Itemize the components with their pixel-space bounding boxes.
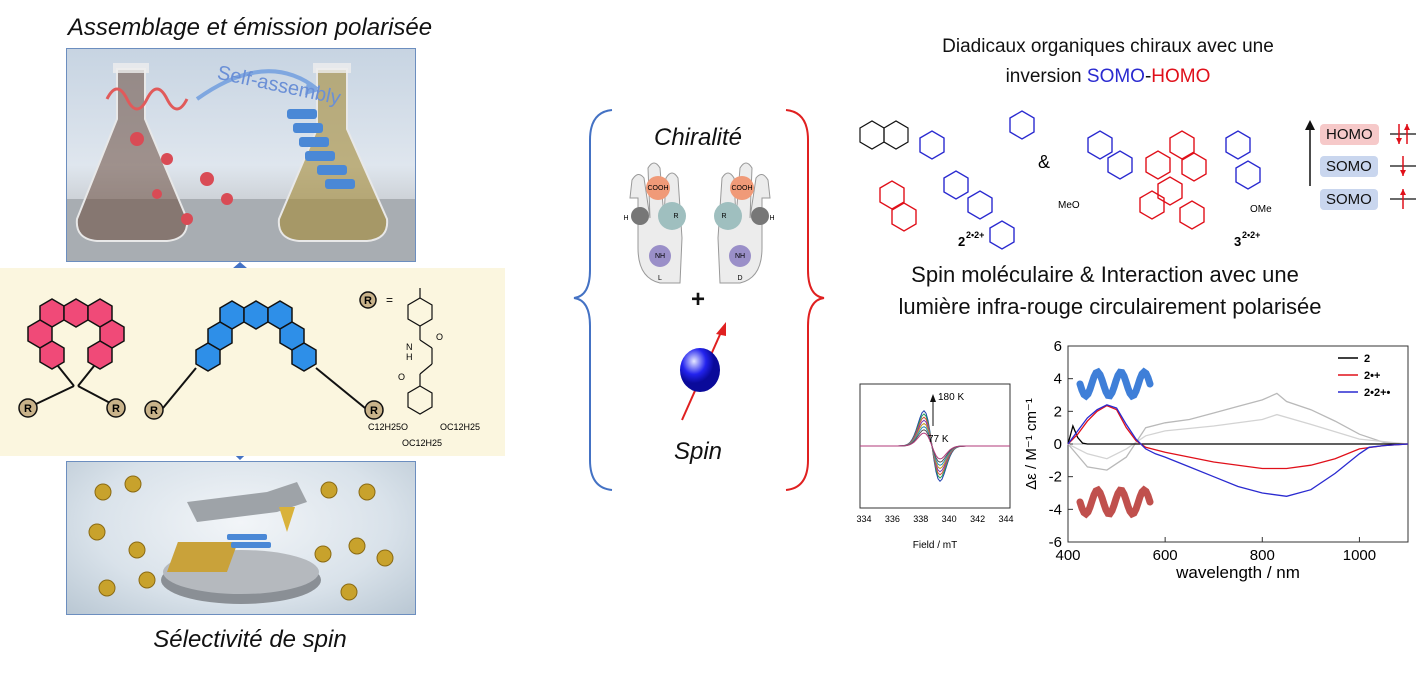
molecule-strip: R R R R R = — [0, 268, 505, 456]
svg-text:H: H — [769, 215, 774, 222]
self-assembly-photo: Self-assembly — [66, 48, 416, 262]
svg-text:OMe: OMe — [1250, 204, 1272, 215]
epr-trace — [860, 432, 1010, 460]
bottom-caption: Sélectivité de spin — [153, 626, 347, 653]
right-title-line1: Diadicaux organiques chiraux avec une — [942, 36, 1274, 57]
svg-text:C12H25O: C12H25O — [368, 422, 408, 432]
cd-series-line — [1067, 404, 1409, 497]
svg-text:NH: NH — [735, 253, 745, 260]
cd-ytick-label: 4 — [1054, 371, 1062, 388]
epr-xtick-label: 336 — [885, 514, 900, 524]
energy-arrow-icon — [1305, 120, 1315, 186]
svg-text:MeO: MeO — [1058, 200, 1080, 211]
cd-series-line — [1067, 413, 1409, 460]
cd-ytick-label: 6 — [1054, 338, 1062, 355]
svg-text:L: L — [658, 275, 662, 282]
svg-text:N: N — [406, 342, 413, 352]
svg-text:R: R — [721, 213, 726, 220]
svg-text:2•2+: 2•2+ — [966, 230, 984, 240]
somo-label-1: SOMO — [1320, 156, 1378, 177]
svg-text:=: = — [386, 293, 393, 307]
somo-label-2: SOMO — [1320, 189, 1378, 210]
top-caption: Assemblage et émission polarisée — [67, 14, 433, 41]
plus-sign: + — [690, 286, 705, 313]
cd-ytick-label: -4 — [1049, 501, 1062, 518]
red-cpl-wave-icon — [1076, 485, 1154, 519]
svg-text:R: R — [370, 405, 378, 417]
cd-ytick-label: -6 — [1049, 534, 1062, 551]
legend-entry: 2 — [1364, 353, 1370, 365]
svg-text:&: & — [1038, 152, 1050, 172]
right-subtitle-line2: lumière infra-rouge circulairement polar… — [898, 294, 1322, 319]
svg-text:2•2+: 2•2+ — [1242, 230, 1260, 240]
cd-series-line — [1067, 404, 1409, 470]
chiral-hands-image: COOH R H NH L COOH R H NH D — [623, 162, 775, 284]
legend-entry: 2•+ — [1364, 370, 1380, 382]
homo-label: HOMO — [1320, 124, 1379, 145]
epr-xlabel: Field / mT — [913, 540, 957, 551]
epr-xtick-label: 334 — [856, 514, 871, 524]
svg-text:R: R — [24, 403, 32, 415]
cd-xlabel: wavelength / nm — [1175, 563, 1300, 582]
epr-bottom-label: 77 K — [928, 434, 949, 445]
cd-ylabel: Δε / M⁻¹ cm⁻¹ — [1023, 398, 1040, 490]
cd-xtick-label: 1000 — [1343, 547, 1376, 564]
epr-spectrum: 180 K 77 K 334 336 338 340 342 344 Field / mT — [856, 383, 1014, 551]
svg-text:COOH: COOH — [648, 185, 669, 192]
epr-xtick-label: 342 — [970, 514, 985, 524]
cd-xtick-label: 800 — [1250, 547, 1275, 564]
chirality-label: Chiralité — [653, 124, 743, 151]
cd-series-line — [1067, 392, 1409, 471]
cd-chart: -6 -4 -2 0 2 4 6 400 600 800 1000 wavelength / nm Δε… — [1023, 338, 1409, 582]
right-title-line2: inversion SOMO-HOMO — [1005, 66, 1211, 87]
right-subtitle-line1: Spin moléculaire & Interaction avec une — [911, 262, 1299, 287]
svg-text:R: R — [673, 213, 678, 220]
svg-text:O: O — [398, 372, 405, 382]
svg-text:H: H — [623, 215, 628, 222]
spin-selectivity-photo — [66, 461, 416, 615]
svg-text:R: R — [112, 403, 120, 415]
epr-xtick-label: 338 — [913, 514, 928, 524]
svg-text:R: R — [150, 405, 158, 417]
epr-xtick-label: 344 — [998, 514, 1013, 524]
cd-xtick-label: 600 — [1153, 547, 1178, 564]
svg-text:OC12H25: OC12H25 — [440, 422, 480, 432]
spin-label: Spin — [673, 438, 723, 465]
legend-entry: 2•2+• — [1364, 387, 1391, 399]
svg-text:O: O — [436, 332, 443, 342]
svg-text:NH: NH — [655, 253, 665, 260]
spin-sphere-icon — [680, 322, 726, 421]
svg-text:R: R — [364, 295, 372, 307]
cd-ytick-label: 2 — [1054, 403, 1062, 420]
cd-xtick-label: 400 — [1055, 547, 1080, 564]
cd-ytick-label: -2 — [1049, 469, 1062, 486]
epr-top-label: 180 K — [938, 392, 964, 403]
svg-text:OC12H25: OC12H25 — [402, 438, 442, 448]
chirality-spin-brace — [573, 109, 825, 491]
diradical-structures: 2 2•2+ & 3 2•2+ MeO OMe — [859, 110, 1272, 250]
svg-text:D: D — [737, 275, 742, 282]
svg-text:2: 2 — [958, 234, 965, 249]
blue-cpl-wave-icon — [1076, 367, 1154, 401]
svg-text:COOH: COOH — [732, 185, 753, 192]
svg-text:H: H — [406, 352, 413, 362]
svg-text:3: 3 — [1234, 234, 1241, 249]
orbital-occupancy-icon — [1390, 124, 1416, 209]
cd-ytick-label: 0 — [1054, 436, 1062, 453]
epr-xtick-label: 340 — [942, 514, 957, 524]
